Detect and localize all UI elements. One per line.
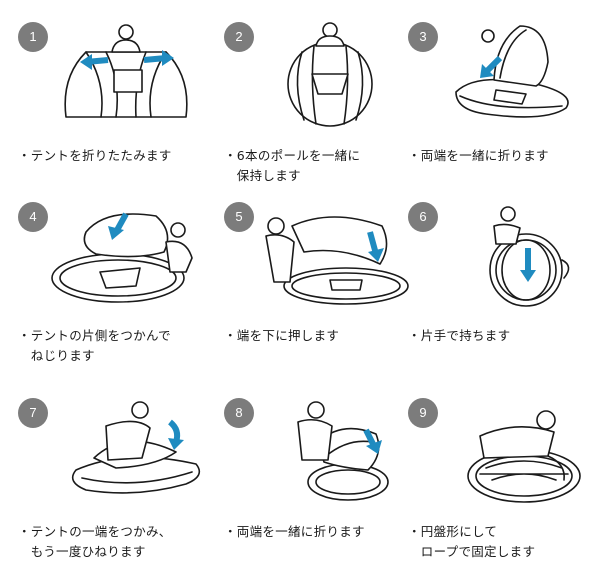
step-caption: ・両端を一緒に折ります [408, 148, 549, 163]
step-9: 9 ・円盤形にして ロープで固定します [408, 398, 598, 584]
step-number-badge: 5 [224, 202, 254, 232]
step-illustration [455, 25, 569, 118]
step-number-badge: 6 [408, 202, 438, 232]
step-caption: ・円盤形にして ロープで固定します [408, 524, 536, 559]
step-illustration [265, 216, 409, 305]
step-8: 8 ・両端を一緒に折ります [224, 398, 414, 584]
step-caption: ・テントを折りたたみます [18, 148, 172, 163]
step-5: 5 ・端を下に押します [224, 202, 414, 388]
step-illustration [71, 401, 201, 494]
step-number-badge: 4 [18, 202, 48, 232]
step-4: 4 ・テントの片側をつかんで ねじります [18, 202, 208, 388]
step-caption: ・テントの片側をつかんで ねじります [18, 328, 171, 363]
step-number-badge: 3 [408, 22, 438, 52]
step-illustration [489, 206, 570, 307]
step-number-badge: 9 [408, 398, 438, 428]
step-1: 1 ・テントを折りたたみます [18, 22, 208, 208]
step-illustration [467, 410, 581, 503]
step-caption: ・6本のポールを一緒に 保持します [224, 148, 361, 183]
step-caption: ・端を下に押します [224, 328, 340, 343]
step-illustration [64, 24, 188, 118]
step-2: 2 ・6本のポールを一緒に 保持します [224, 22, 414, 208]
step-6: 6 ・片手で持ちます [408, 202, 598, 388]
step-number-badge: 2 [224, 22, 254, 52]
step-caption: ・テントの一端をつかみ、 もう一度ひねります [18, 524, 172, 559]
step-7: 7 ・テントの一端をつかみ、 もう一度ひねります [18, 398, 208, 584]
step-number-badge: 8 [224, 398, 254, 428]
step-illustration [51, 212, 193, 303]
step-illustration [287, 22, 373, 127]
step-number-badge: 1 [18, 22, 48, 52]
step-caption: ・両端を一緒に折ります [224, 524, 365, 539]
step-caption: ・片手で持ちます [408, 328, 511, 343]
step-number-badge: 7 [18, 398, 48, 428]
step-illustration [297, 401, 389, 501]
step-3: 3 ・両端を一緒に折ります [408, 22, 598, 208]
